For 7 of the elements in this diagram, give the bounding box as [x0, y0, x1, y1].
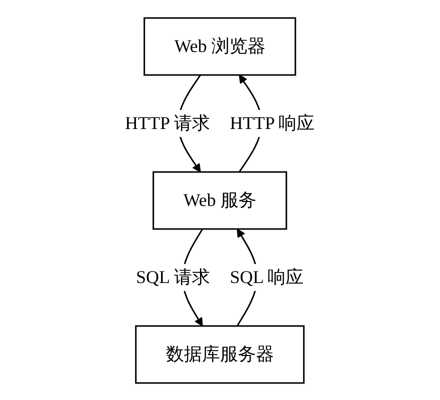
edge-label: HTTP 请求: [125, 112, 210, 132]
node-box: 数据库服务器: [135, 324, 305, 384]
edge-label: SQL 请求: [136, 266, 210, 286]
edge-label: HTTP 响应: [230, 112, 315, 132]
node-box: Web 浏览器: [144, 16, 296, 76]
edge-label: SQL 响应: [230, 266, 304, 286]
node-box: Web 服务: [152, 170, 288, 230]
